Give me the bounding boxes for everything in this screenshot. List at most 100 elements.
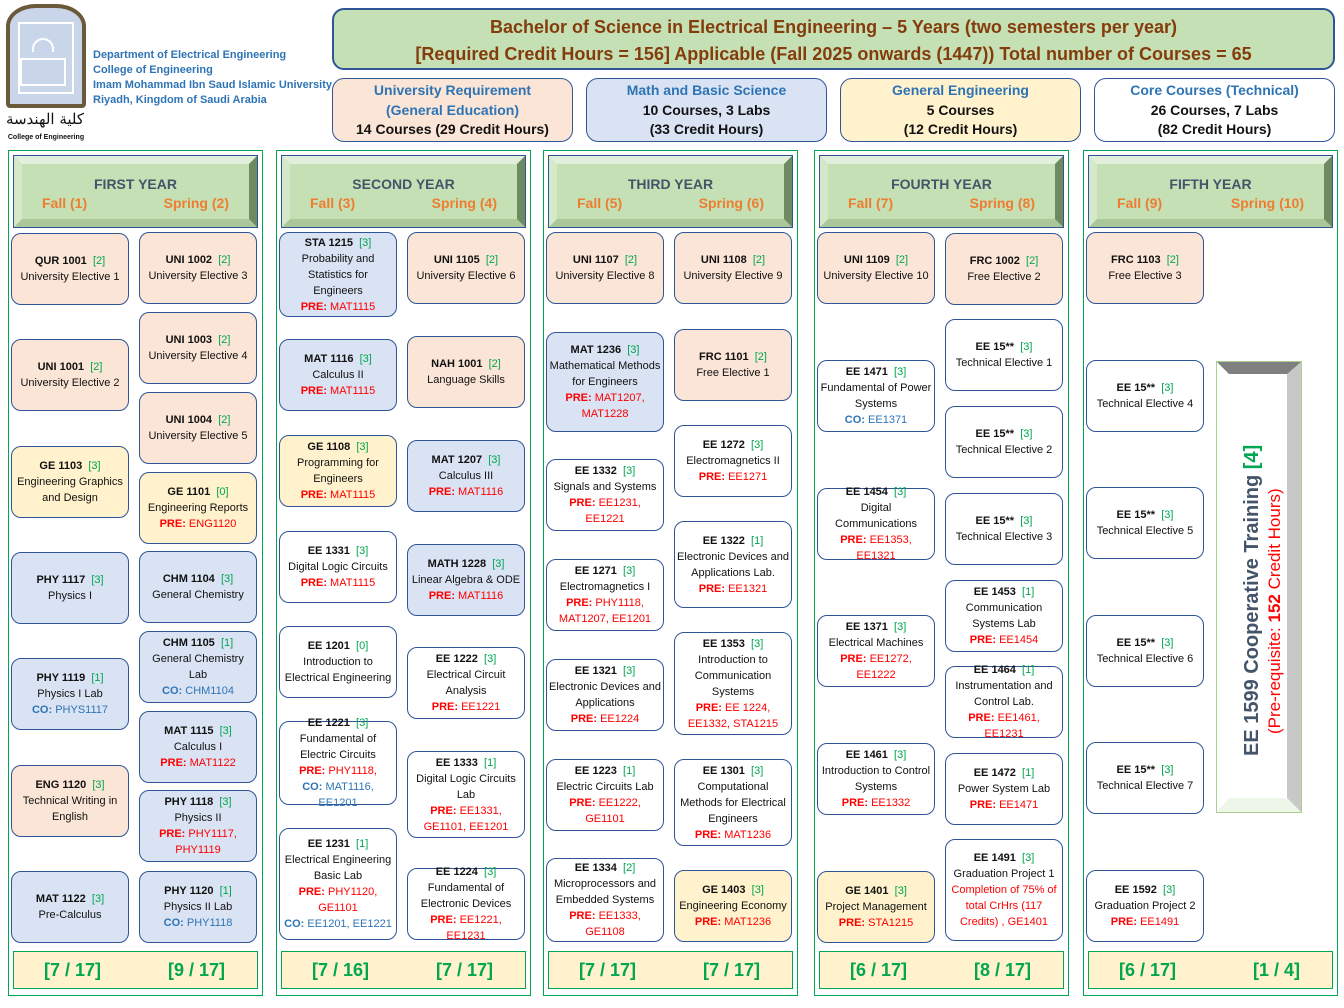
course-code: PHY 1119 (36, 672, 86, 684)
course-name: University Elective 10 (823, 270, 929, 282)
course-name: Technical Elective 6 (1096, 653, 1194, 665)
course-name: Calculus II (312, 369, 364, 381)
course-card[interactable]: EE 15** [3] Technical Elective 1 (945, 319, 1063, 391)
course-card[interactable]: EE 15** [3] Technical Elective 2 (945, 406, 1063, 478)
course-name: Probability and Statistics for Engineers (301, 252, 375, 297)
coop-training-label: EE 1599 Cooperative Training [4] (Pre-re… (1240, 445, 1286, 756)
credit-hours: [1] (1022, 664, 1035, 676)
course-card[interactable]: QUR 1001 [2] University Elective 1 (11, 233, 129, 305)
course-card[interactable]: FRC 1101 [2] Free Elective 1 (674, 329, 792, 401)
course-code: GE 1403 (702, 884, 746, 896)
year-header: THIRD YEAR Fall (5) Spring (6) (548, 155, 793, 228)
course-card[interactable]: CHM 1104 [3] General Chemistry (139, 551, 257, 623)
course-card[interactable]: EE 1231 [1] Electrical Engineering Basic… (279, 828, 397, 940)
course-card[interactable]: UNI 1003 [2] University Elective 4 (139, 312, 257, 384)
course-card[interactable]: EE 1301 [3] Computational Methods for El… (674, 759, 792, 846)
course-code: EE 1301 (702, 764, 745, 777)
course-card[interactable]: ENG 1120 [3] Technical Writing in Englis… (11, 765, 129, 837)
course-card[interactable]: EE 1321 [3] Electronic Devices and Appli… (546, 659, 664, 731)
course-code: EE 1592 (1114, 884, 1157, 896)
prerequisite: PRE: EE1271 (698, 471, 768, 483)
course-card[interactable]: UNI 1004 [2] University Elective 5 (139, 392, 257, 464)
course-name: Technical Elective 5 (1096, 525, 1194, 537)
course-card[interactable]: UNI 1109 [2] University Elective 10 (817, 232, 935, 304)
spring-total: [7 / 17] (702, 960, 760, 980)
course-card[interactable]: EE 1322 [1] Electronic Devices and Appli… (674, 521, 792, 608)
spring-total: [7 / 17] (435, 960, 493, 980)
course-card[interactable]: EE 1201 [0] Introduction to Electrical E… (279, 626, 397, 698)
course-card[interactable]: EE 15** [3] Technical Elective 6 (1086, 615, 1204, 687)
course-card[interactable]: EE 1224 [3] Fundamental of Electronic De… (407, 866, 525, 942)
course-card[interactable]: UNI 1001 [2] University Elective 2 (11, 339, 129, 411)
category-detail: 26 Courses, 7 Labs (1150, 101, 1279, 118)
course-card[interactable]: EE 15** [3] Technical Elective 4 (1086, 360, 1204, 432)
course-card[interactable]: EE 1353 [3] Introduction to Communicatio… (674, 632, 792, 735)
credit-hours: [3] (1020, 341, 1033, 353)
course-code: PHY 1120 (164, 885, 214, 897)
course-card[interactable]: MAT 1122 [3] Pre-Calculus (11, 871, 129, 943)
credit-hours: [3] (894, 621, 907, 633)
course-card[interactable]: EE 1461 [3] Introduction to Control Syst… (817, 743, 935, 815)
course-card[interactable]: UNI 1108 [2] University Elective 9 (674, 232, 792, 304)
fall-total: [7 / 17] (44, 960, 102, 980)
course-card[interactable]: FRC 1002 [2] Free Elective 2 (945, 233, 1063, 305)
course-name: Technical Writing in English (22, 795, 118, 823)
prerequisite: PRE: PHY1120, GE1101 (298, 886, 378, 914)
year-column-4: FOURTH YEAR Fall (7) Spring (8) [6 / 17]… (814, 150, 1069, 996)
course-code: EE 1464 (973, 664, 1016, 676)
course-card[interactable]: MAT 1236 [3] Mathematical Methods for En… (546, 332, 664, 432)
course-card[interactable]: UNI 1107 [2] University Elective 8 (546, 232, 664, 304)
course-card[interactable]: FRC 1103 [2] Free Elective 3 (1086, 232, 1204, 304)
course-card[interactable]: PHY 1117 [3] Physics I (11, 552, 129, 624)
course-name: Introduction to Communication Systems (694, 653, 772, 698)
course-card[interactable]: EE 1464 [1] Instrumentation and Control … (945, 664, 1063, 740)
credit-hours: [1] (356, 838, 369, 850)
dept-line: College of Engineering (93, 64, 213, 76)
course-card[interactable]: STA 1215 [3] Probability and Statistics … (279, 232, 397, 317)
course-card[interactable]: GE 1103 [3] Engineering Graphics and Des… (11, 446, 129, 518)
course-card[interactable]: UNI 1002 [2] University Elective 3 (139, 232, 257, 304)
prerequisite: PRE: MAT1115 (300, 489, 376, 501)
course-card[interactable]: EE 15** [3] Technical Elective 3 (945, 493, 1063, 565)
course-name: Calculus I (173, 741, 223, 753)
credit-hours: [3] (488, 454, 501, 466)
course-card[interactable]: UNI 1105 [2] University Elective 6 (407, 232, 525, 304)
credit-hours: [3] (92, 779, 105, 791)
spring-total: [8 / 17] (973, 960, 1031, 980)
course-card[interactable]: EE 1334 [2] Microprocessors and Embedded… (546, 858, 664, 942)
prerequisite: PRE: EE1221, EE1231 (430, 914, 502, 942)
credit-hours: [3] (623, 465, 636, 477)
course-card[interactable]: EE 1221 [3] Fundamental of Electric Circ… (279, 717, 397, 809)
course-card[interactable]: EE 15** [3] Technical Elective 7 (1086, 742, 1204, 814)
course-card[interactable]: EE 15** [3] Technical Elective 5 (1086, 487, 1204, 559)
course-card[interactable]: NAH 1001 [2] Language Skills (407, 336, 525, 408)
course-name: University Elective 6 (416, 270, 516, 282)
course-name: Electromagnetics II (686, 455, 780, 467)
course-card[interactable]: EE 1471 [3] Fundamental of Power Systems… (817, 360, 935, 432)
